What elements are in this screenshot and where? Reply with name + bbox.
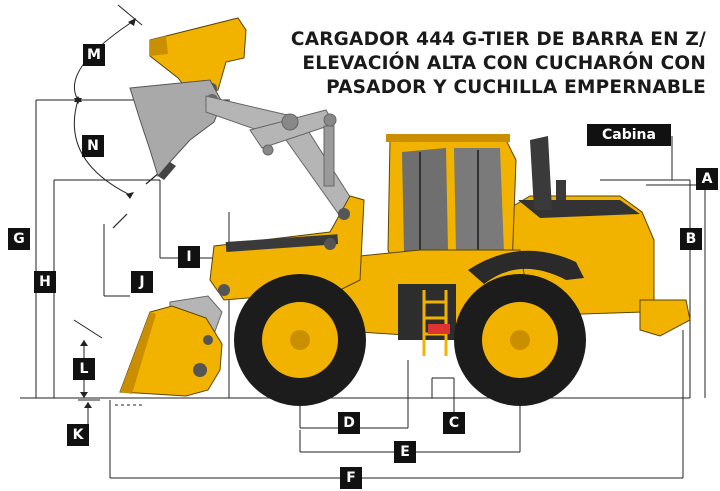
dimension-label-m: M [83, 44, 105, 66]
title-line-3: PASADOR Y CUCHILLA EMPERNABLE [326, 77, 706, 98]
dimension-lines [20, 4, 706, 479]
main-bucket [119, 305, 223, 397]
rear-tire [454, 274, 586, 406]
cab-label: Cabina [587, 124, 671, 146]
dimension-label-n: N [82, 135, 104, 157]
raised-bucket-ghost [149, 17, 247, 99]
dimension-label-h: H [34, 271, 56, 293]
dimension-label-a: A [696, 168, 718, 190]
dimension-label-f: F [340, 467, 362, 489]
dimension-label-k: K [67, 424, 89, 446]
dimension-label-j: J [131, 271, 153, 293]
machine-body [209, 134, 691, 356]
dimension-label-l: L [73, 358, 95, 380]
dimension-label-e: E [394, 441, 416, 463]
front-tire [234, 274, 366, 406]
raised-bucket-mid [129, 79, 223, 180]
dimension-label-d: D [338, 412, 360, 434]
dimension-label-i: I [178, 246, 200, 268]
dimension-label-g: G [8, 228, 30, 250]
title-line-1: CARGADOR 444 G-TIER DE BARRA EN Z/ [290, 29, 706, 50]
arrow-heads [74, 18, 136, 408]
raised-boom-ghost [205, 95, 353, 217]
dimension-label-b: B [680, 228, 702, 250]
dimension-label-c: C [443, 412, 465, 434]
diagram-title: CARGADOR 444 G-TIER DE BARRA EN Z/ ELEVA… [286, 28, 706, 100]
title-line-2: ELEVACIÓN ALTA CON CUCHARÓN CON [302, 53, 706, 74]
